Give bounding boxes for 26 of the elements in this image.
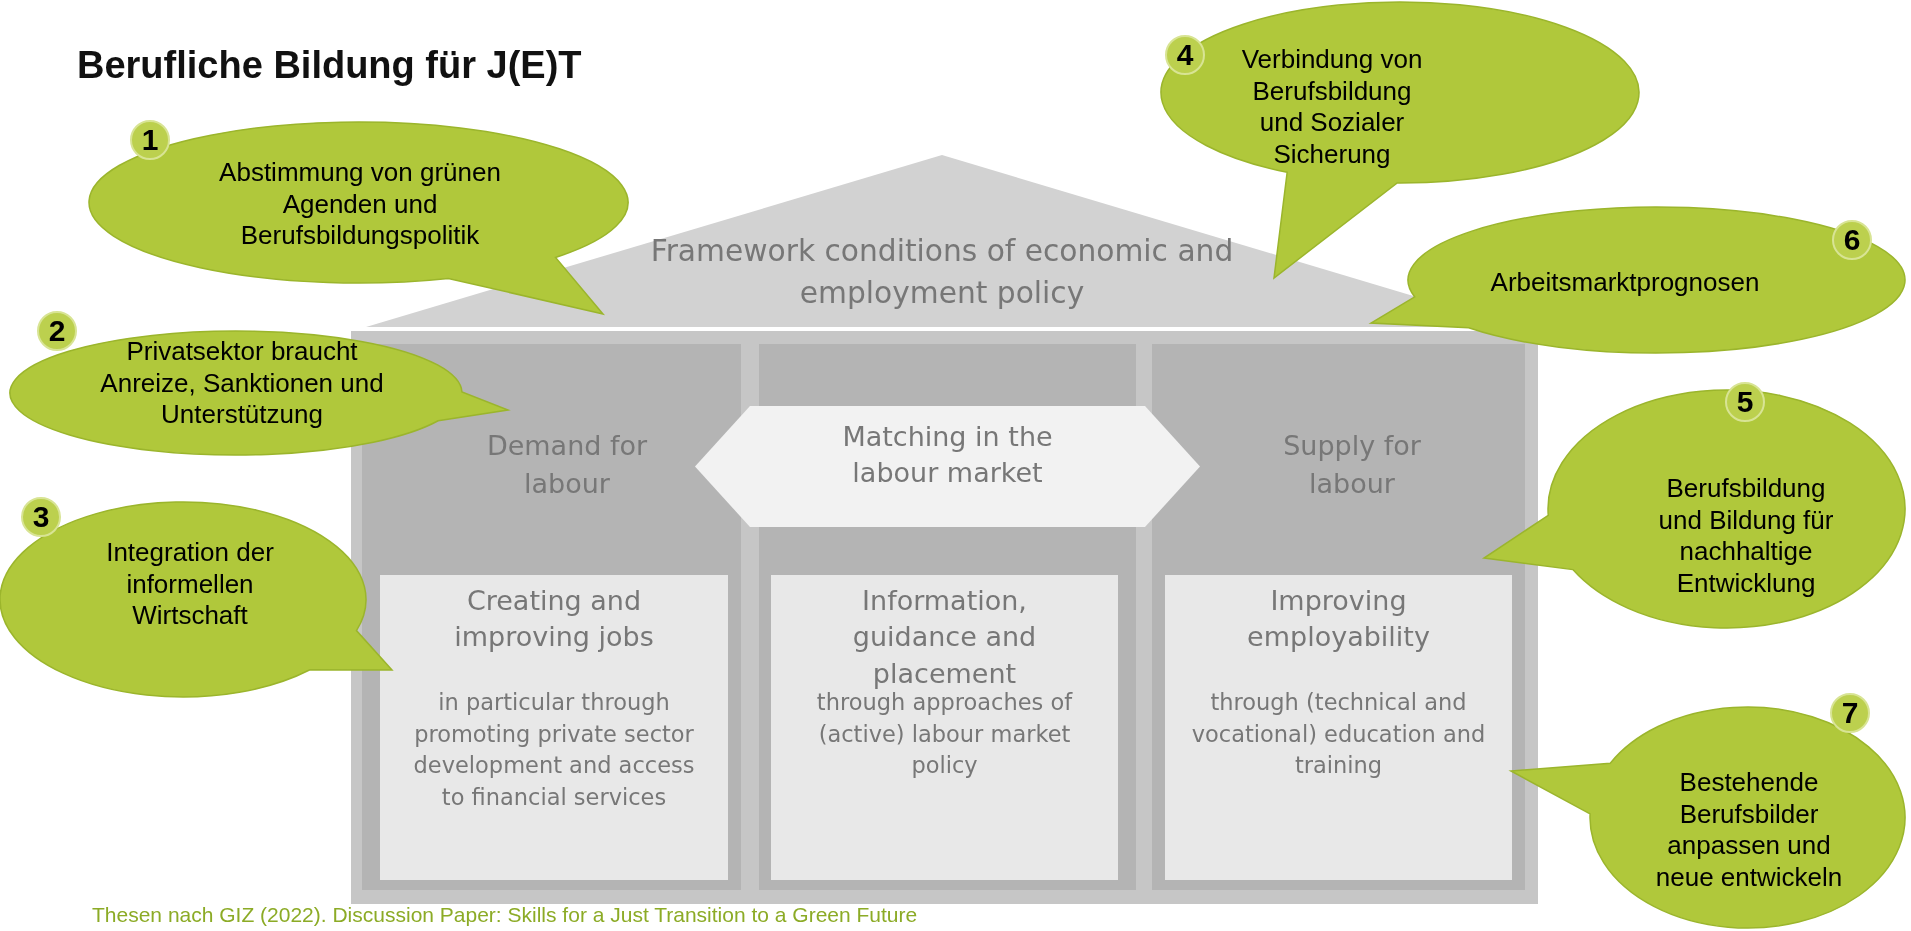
callout-number: 7 xyxy=(1830,693,1870,733)
box-heading: Information, guidance and placement xyxy=(851,584,1038,691)
bubble-text: Abstimmung von grünen Agenden und Berufsbildungspolitik xyxy=(218,157,502,253)
callout-number: 2 xyxy=(37,311,77,351)
callout-number: 3 xyxy=(21,497,61,537)
pillar-heading: Demand for labour xyxy=(485,429,649,501)
bubble-text: Verbindung von Berufsbildung und Sozialer Sicherung xyxy=(1240,43,1424,171)
bubble-text: Arbeitsmarktprognosen xyxy=(1489,267,1761,299)
roof-text: Framework conditions of economic and employment policy xyxy=(649,232,1235,312)
pillar-heading: Supply for labour xyxy=(1282,429,1422,501)
callout-number: 5 xyxy=(1725,382,1765,422)
title: Berufliche Bildung für J(E)T xyxy=(77,44,582,87)
caption: Thesen nach GIZ (2022). Discussion Paper: Skills for a Just Transition to a Green Future xyxy=(92,903,918,927)
box-text: through (technical and vocational) education and training xyxy=(1190,688,1487,780)
callout-number: 4 xyxy=(1165,35,1205,75)
callout-number: 6 xyxy=(1832,220,1872,260)
box-text: through approaches of (active) labour market policy xyxy=(815,689,1074,780)
bubble-text: Integration der informellen Wirtschaft xyxy=(105,537,275,633)
box-heading: Creating and improving jobs xyxy=(453,584,655,655)
bubble-text: Bestehende Berufsbilder anpassen und neue entwickeln xyxy=(1654,766,1844,894)
callout-number: 1 xyxy=(130,120,170,160)
bubble-text: Privatsektor braucht Anreize, Sanktionen und Unterstützung xyxy=(99,336,385,432)
box-heading: Improving employability xyxy=(1246,584,1431,655)
banner-text: Matching in the labour market xyxy=(841,420,1054,491)
box-text: in particular through promoting private sector development and access to financial services xyxy=(412,688,696,812)
bubble-text: Berufsbildung und Bildung für nachhaltige Entwicklung xyxy=(1657,472,1835,600)
